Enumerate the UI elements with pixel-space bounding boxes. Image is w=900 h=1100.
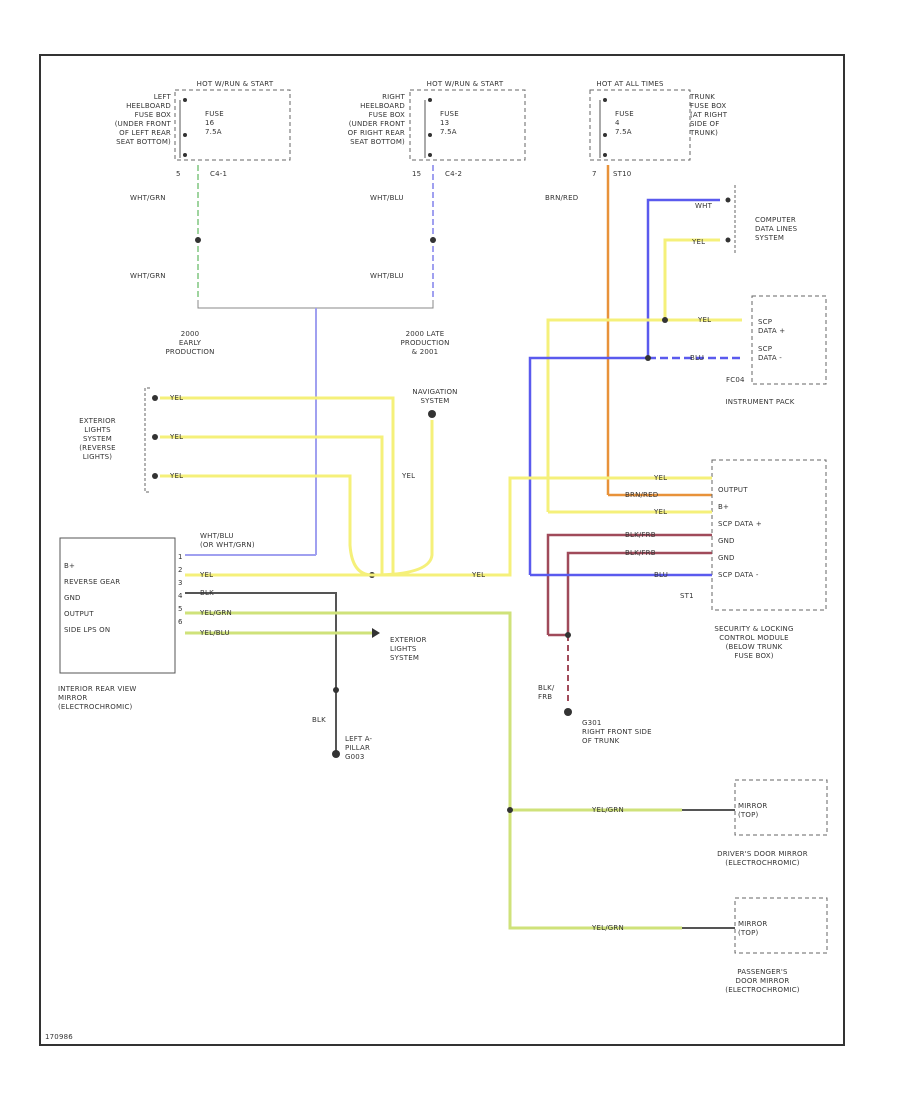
fuse-box2-location: RIGHT HEELBOARD FUSE BOX (UNDER FRONT OF… — [347, 93, 405, 146]
wire-wht-blu-bot: WHT/BLU — [370, 272, 404, 280]
wire-blk-fr: BLK/ FRB — [538, 684, 555, 701]
drivers-door-mirror-box — [734, 779, 828, 836]
label-drivers-door-mirror: DRIVER'S DOOR MIRROR (ELECTROCHROMIC) — [717, 850, 808, 867]
wire-yel-grn: YEL/GRN — [200, 609, 232, 617]
fuse-box2-fuse: FUSE 13 7.5A — [440, 110, 459, 136]
fuse-box-trunk — [589, 89, 691, 161]
fuse-box1-location: LEFT HEELBOARD FUSE BOX (UNDER FRONT OF … — [114, 93, 171, 146]
wire-mirror-b: WHT/BLU (OR WHT/GRN) — [200, 532, 255, 549]
label-late-production: 2000 LATE PRODUCTION & 2001 — [400, 330, 450, 356]
wire-ext3: YEL — [170, 472, 184, 480]
label-pass-mirror-pin: MIRROR (TOP) — [738, 920, 768, 937]
wire-wht-grn-bot: WHT/GRN — [130, 272, 166, 280]
label-security-module: SECURITY & LOCKING CONTROL MODULE (BELOW… — [714, 625, 794, 660]
security-module-box — [711, 459, 827, 611]
label-navigation-system: NAVIGATION SYSTEM — [412, 388, 458, 405]
label-ground-g301: G301 RIGHT FRONT SIDE OF TRUNK — [582, 719, 652, 745]
wire-yel-ip: YEL — [698, 316, 712, 324]
wire-yel-cd: YEL — [692, 238, 706, 246]
wire-sec-blu: BLU — [654, 571, 669, 579]
wire-wht-grn-top: WHT/GRN — [130, 194, 166, 202]
wire-wht-blu-top: WHT/BLU — [370, 194, 404, 202]
wire-yel-vert: YEL — [402, 472, 416, 480]
wire-yel-blu: YEL/BLU — [200, 629, 230, 637]
label-ip-conn: FC04 — [726, 376, 745, 384]
fuse-box3-fuse: FUSE 4 7.5A — [615, 110, 634, 136]
label-computer-data-lines: COMPUTER DATA LINES SYSTEM — [755, 216, 798, 242]
fuse-box2-pin: 15 — [412, 170, 422, 178]
wire-dr-mirror: YEL/GRN — [592, 806, 624, 814]
wire-sec-blk2: BLK/FRB — [625, 549, 656, 557]
wire-blk: BLK — [200, 589, 214, 597]
fuse-box2-conn: C4-2 — [445, 170, 463, 178]
wire-sec-blk1: BLK/FRB — [625, 531, 656, 539]
instrument-pack-box — [751, 295, 827, 385]
label-mirror-pins: B+ REVERSE GEAR GND OUTPUT SIDE LPS ON — [64, 562, 121, 634]
label-security-conn: ST1 — [680, 592, 694, 600]
wire-yel-main2: YEL — [472, 571, 486, 579]
diagram-frame — [39, 54, 845, 1046]
label-security-pins: OUTPUT B+ SCP DATA + GND GND SCP DATA - — [718, 486, 762, 579]
fuse-box2-header: HOT W/RUN & START — [426, 80, 504, 88]
wire-sec-yel2: YEL — [654, 508, 668, 516]
fuse-box3-pin: 7 — [592, 170, 597, 178]
fuse-box1-fuse: FUSE 16 7.5A — [205, 110, 224, 136]
fuse-box-left — [174, 89, 291, 161]
label-ground-g003: LEFT A- PILLAR G003 — [345, 735, 373, 761]
wire-blk-v: BLK — [312, 716, 326, 724]
label-footer-id: 170986 — [45, 1033, 73, 1041]
label-ip-pins: SCP DATA + SCP DATA - — [758, 318, 786, 362]
wire-pass-mirror: YEL/GRN — [592, 924, 624, 932]
wire-brn-red: BRN/RED — [545, 194, 579, 202]
fuse-box3-header: HOT AT ALL TIMES — [596, 80, 664, 88]
passengers-door-mirror-box — [734, 897, 828, 954]
fuse-box3-location: TRUNK FUSE BOX (AT RIGHT SIDE OF TRUNK) — [690, 93, 728, 137]
fuse-box1-conn: C4-1 — [210, 170, 228, 178]
wire-ext2: YEL — [170, 433, 184, 441]
fuse-box1-header: HOT W/RUN & START — [196, 80, 274, 88]
label-dr-mirror-pin: MIRROR (TOP) — [738, 802, 768, 819]
wire-yel-main: YEL — [200, 571, 214, 579]
label-exterior-lights-reverse: EXTERIOR LIGHTS SYSTEM (REVERSE LIGHTS) — [79, 417, 116, 461]
label-early-production: 2000 EARLY PRODUCTION — [165, 330, 215, 356]
label-mirror-pinnums: 1 2 3 4 5 6 — [178, 553, 183, 626]
fuse-box-right — [409, 89, 526, 161]
wire-sec-brn: BRN/RED — [625, 491, 659, 499]
label-instrument-pack: INSTRUMENT PACK — [725, 398, 795, 406]
wire-wht: WHT — [695, 202, 713, 210]
label-interior-mirror: INTERIOR REAR VIEW MIRROR (ELECTROCHROMI… — [58, 685, 137, 711]
wire-blu-ip: BLU — [690, 354, 705, 362]
wire-ext1: YEL — [170, 394, 184, 402]
wire-sec-yel1: YEL — [654, 474, 668, 482]
interior-mirror-box — [59, 537, 176, 674]
label-passengers-door-mirror: PASSENGER'S DOOR MIRROR (ELECTROCHROMIC) — [725, 968, 800, 994]
fuse-box3-conn: ST10 — [613, 170, 632, 178]
fuse-box1-pin: 5 — [176, 170, 181, 178]
label-exterior-lights: EXTERIOR LIGHTS SYSTEM — [390, 636, 427, 662]
